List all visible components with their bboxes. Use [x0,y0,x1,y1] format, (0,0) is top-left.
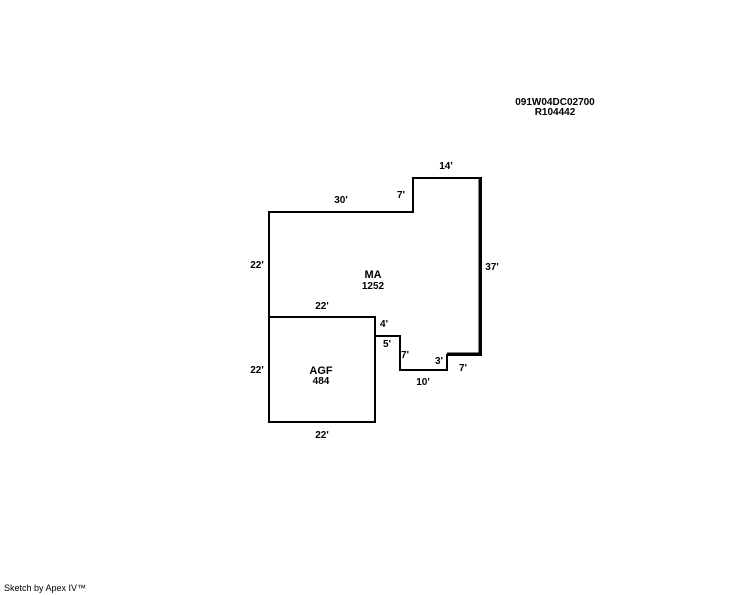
dim-garage-bottom: 22' [315,430,329,441]
garage-area-size: 484 [313,376,330,387]
dim-garage-top: 22' [315,301,329,312]
dim-ma-top-left: 30' [334,195,348,206]
dim-ma-notch-width: 5' [383,339,391,350]
dim-ma-step-up: 7' [397,190,405,201]
garage-area-name: AGF [309,365,333,377]
dim-garage-left: 22' [250,365,264,376]
dim-ma-bottom-jog-width: 3' [435,356,443,367]
sketch-credit: Sketch by Apex IV™ [4,583,87,593]
dim-ma-notch-depth: 7' [401,350,409,361]
main-area-size: 1252 [362,281,385,292]
parcel-id-label: 091W04DC02700 [515,97,595,108]
record-id-label: R104442 [534,107,576,118]
dim-ma-top-right: 14' [439,161,453,172]
garage-outline [268,316,376,423]
main-area-name: MA [364,269,381,281]
dim-ma-notch-top: 4' [380,319,388,330]
dim-ma-right: 37' [485,262,499,273]
dim-ma-bottom-jog-short: 7' [459,363,467,374]
dim-ma-bottom-run: 10' [416,377,430,388]
dim-ma-left: 22' [250,260,264,271]
